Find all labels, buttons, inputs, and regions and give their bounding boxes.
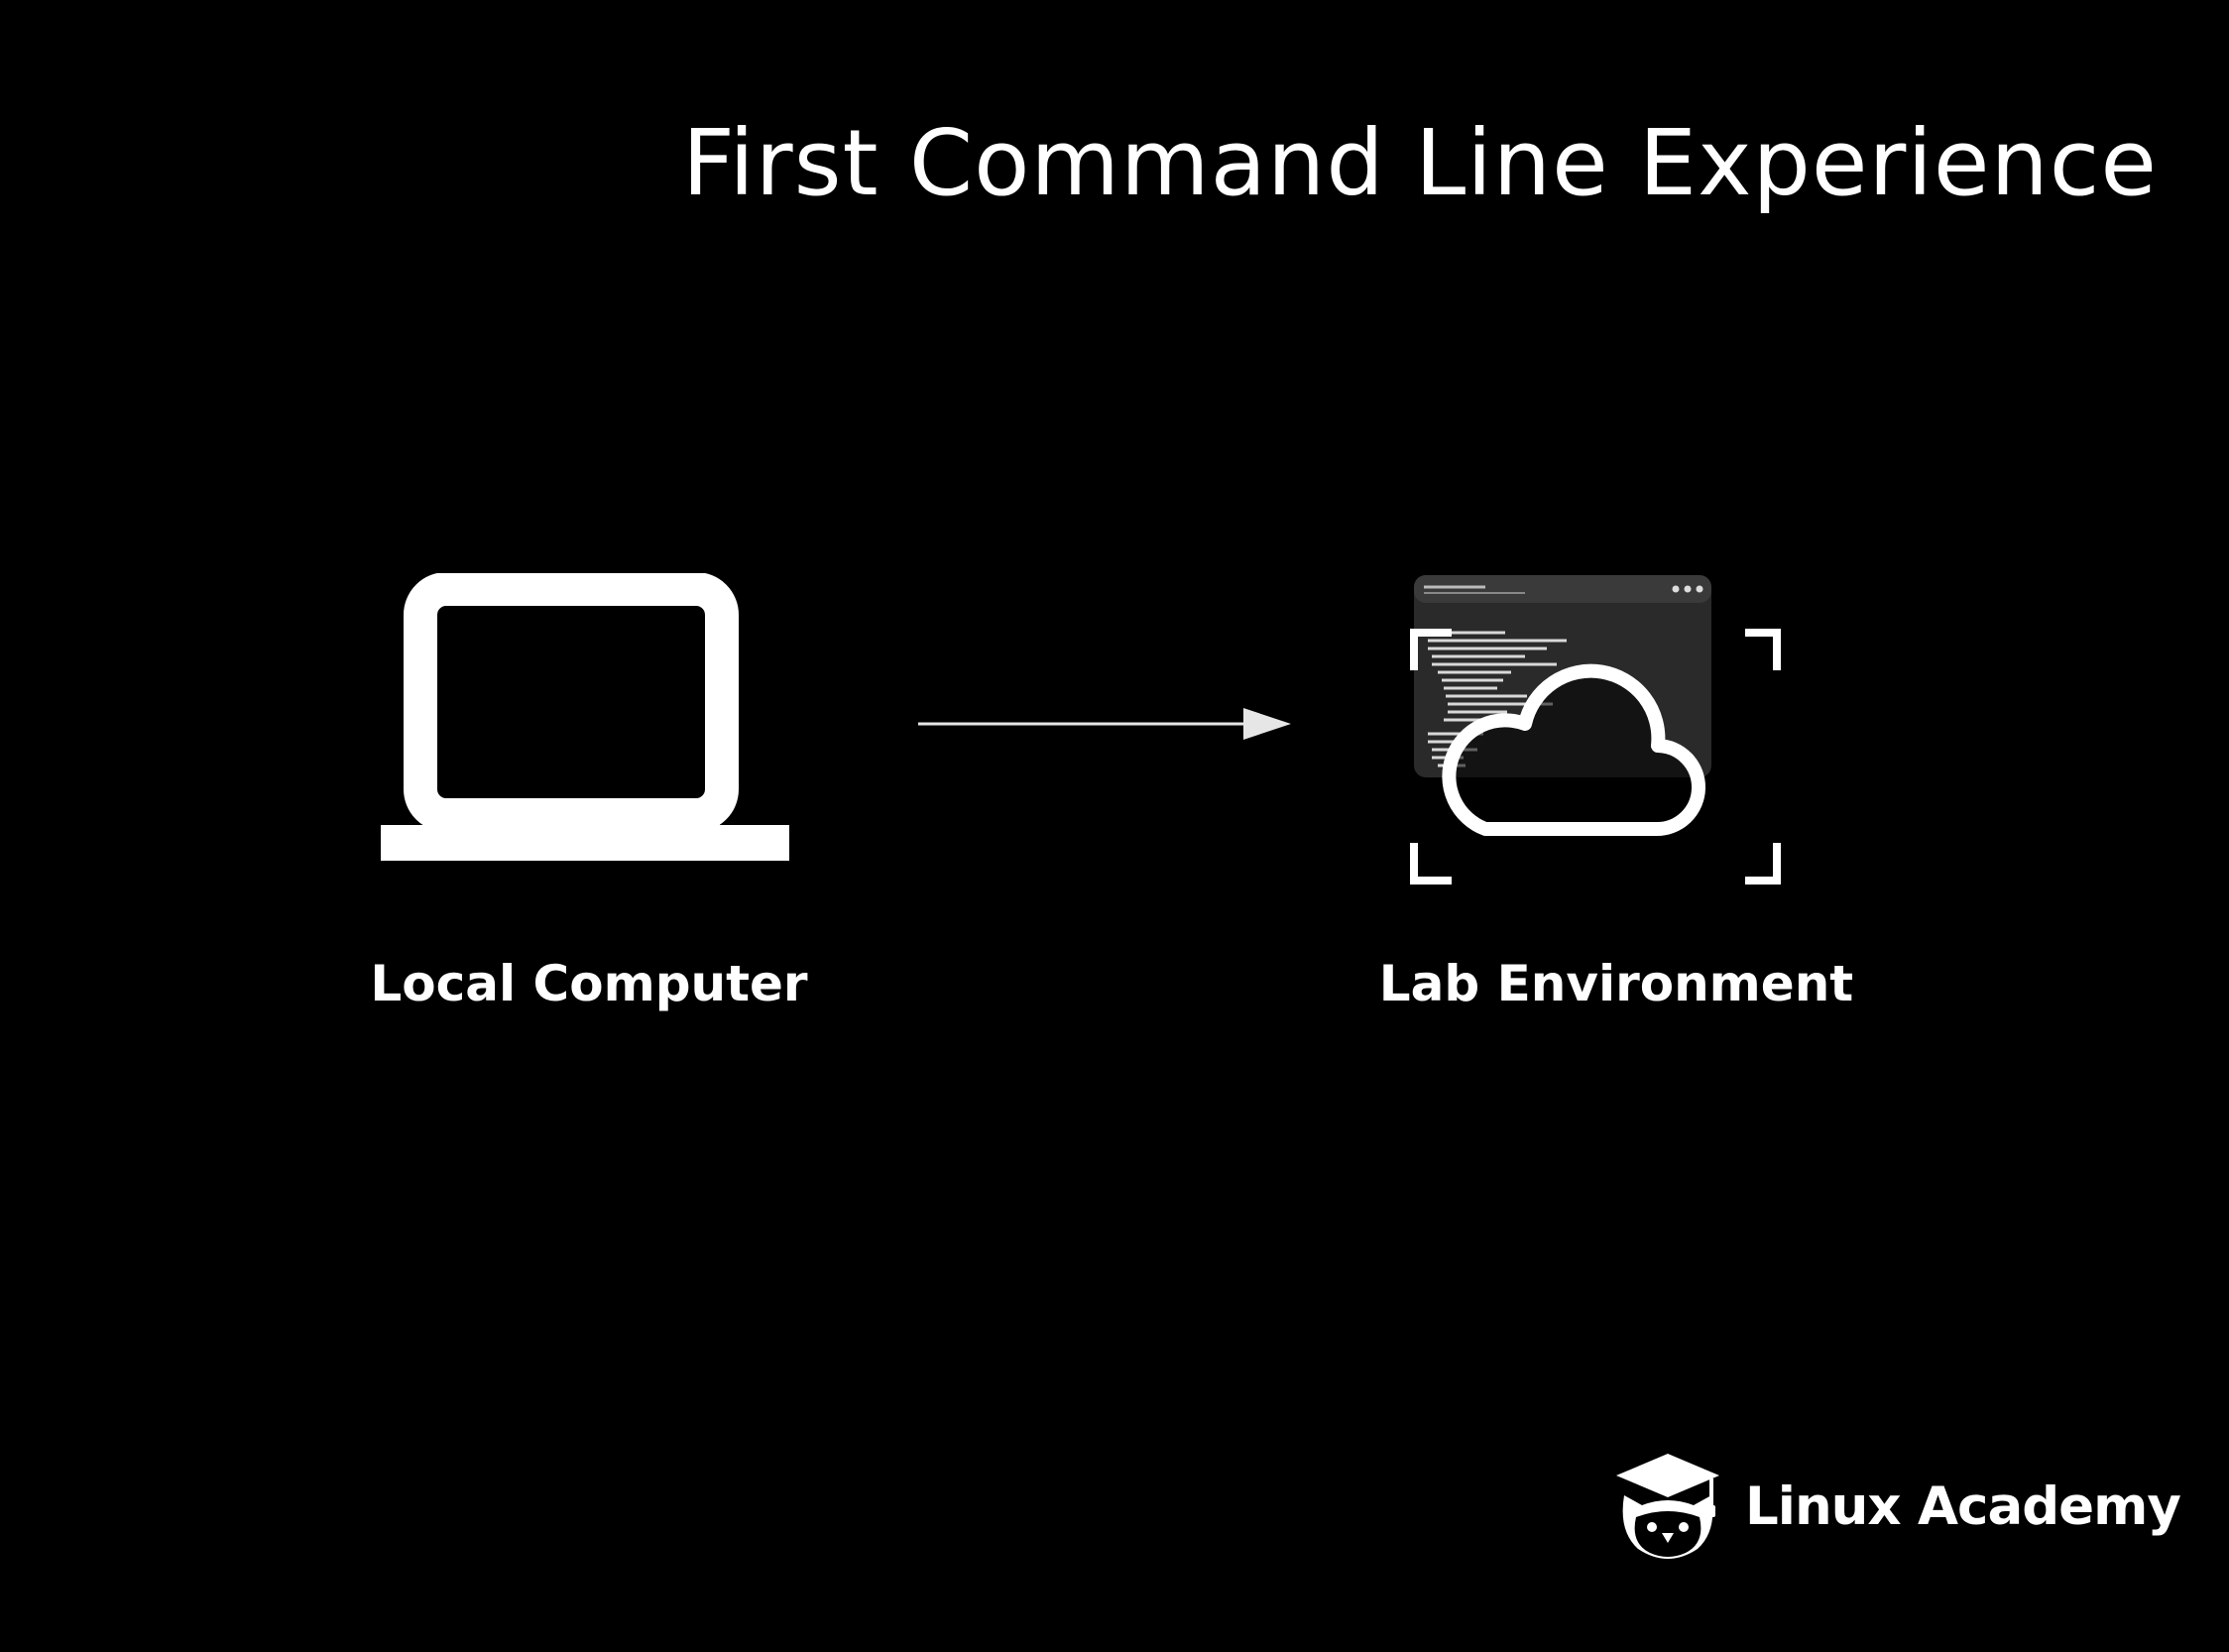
focus-bracket-icon [1410, 629, 1781, 885]
cloud-terminal-icon [1410, 575, 1781, 885]
brand-logo-block: Linux Academy [1612, 1452, 2181, 1561]
connector-arrow [918, 708, 1291, 740]
cloud-icon [1442, 663, 1705, 837]
laptop-icon [381, 573, 789, 861]
brand-name: Linux Academy [1745, 1475, 2181, 1537]
node-label-lab-environment: Lab Environment [1378, 955, 1854, 1012]
slide-title: First Command Line Experience [682, 110, 2158, 216]
owl-graduation-cap-icon [1616, 1454, 1719, 1559]
node-label-local-computer: Local Computer [370, 955, 808, 1012]
